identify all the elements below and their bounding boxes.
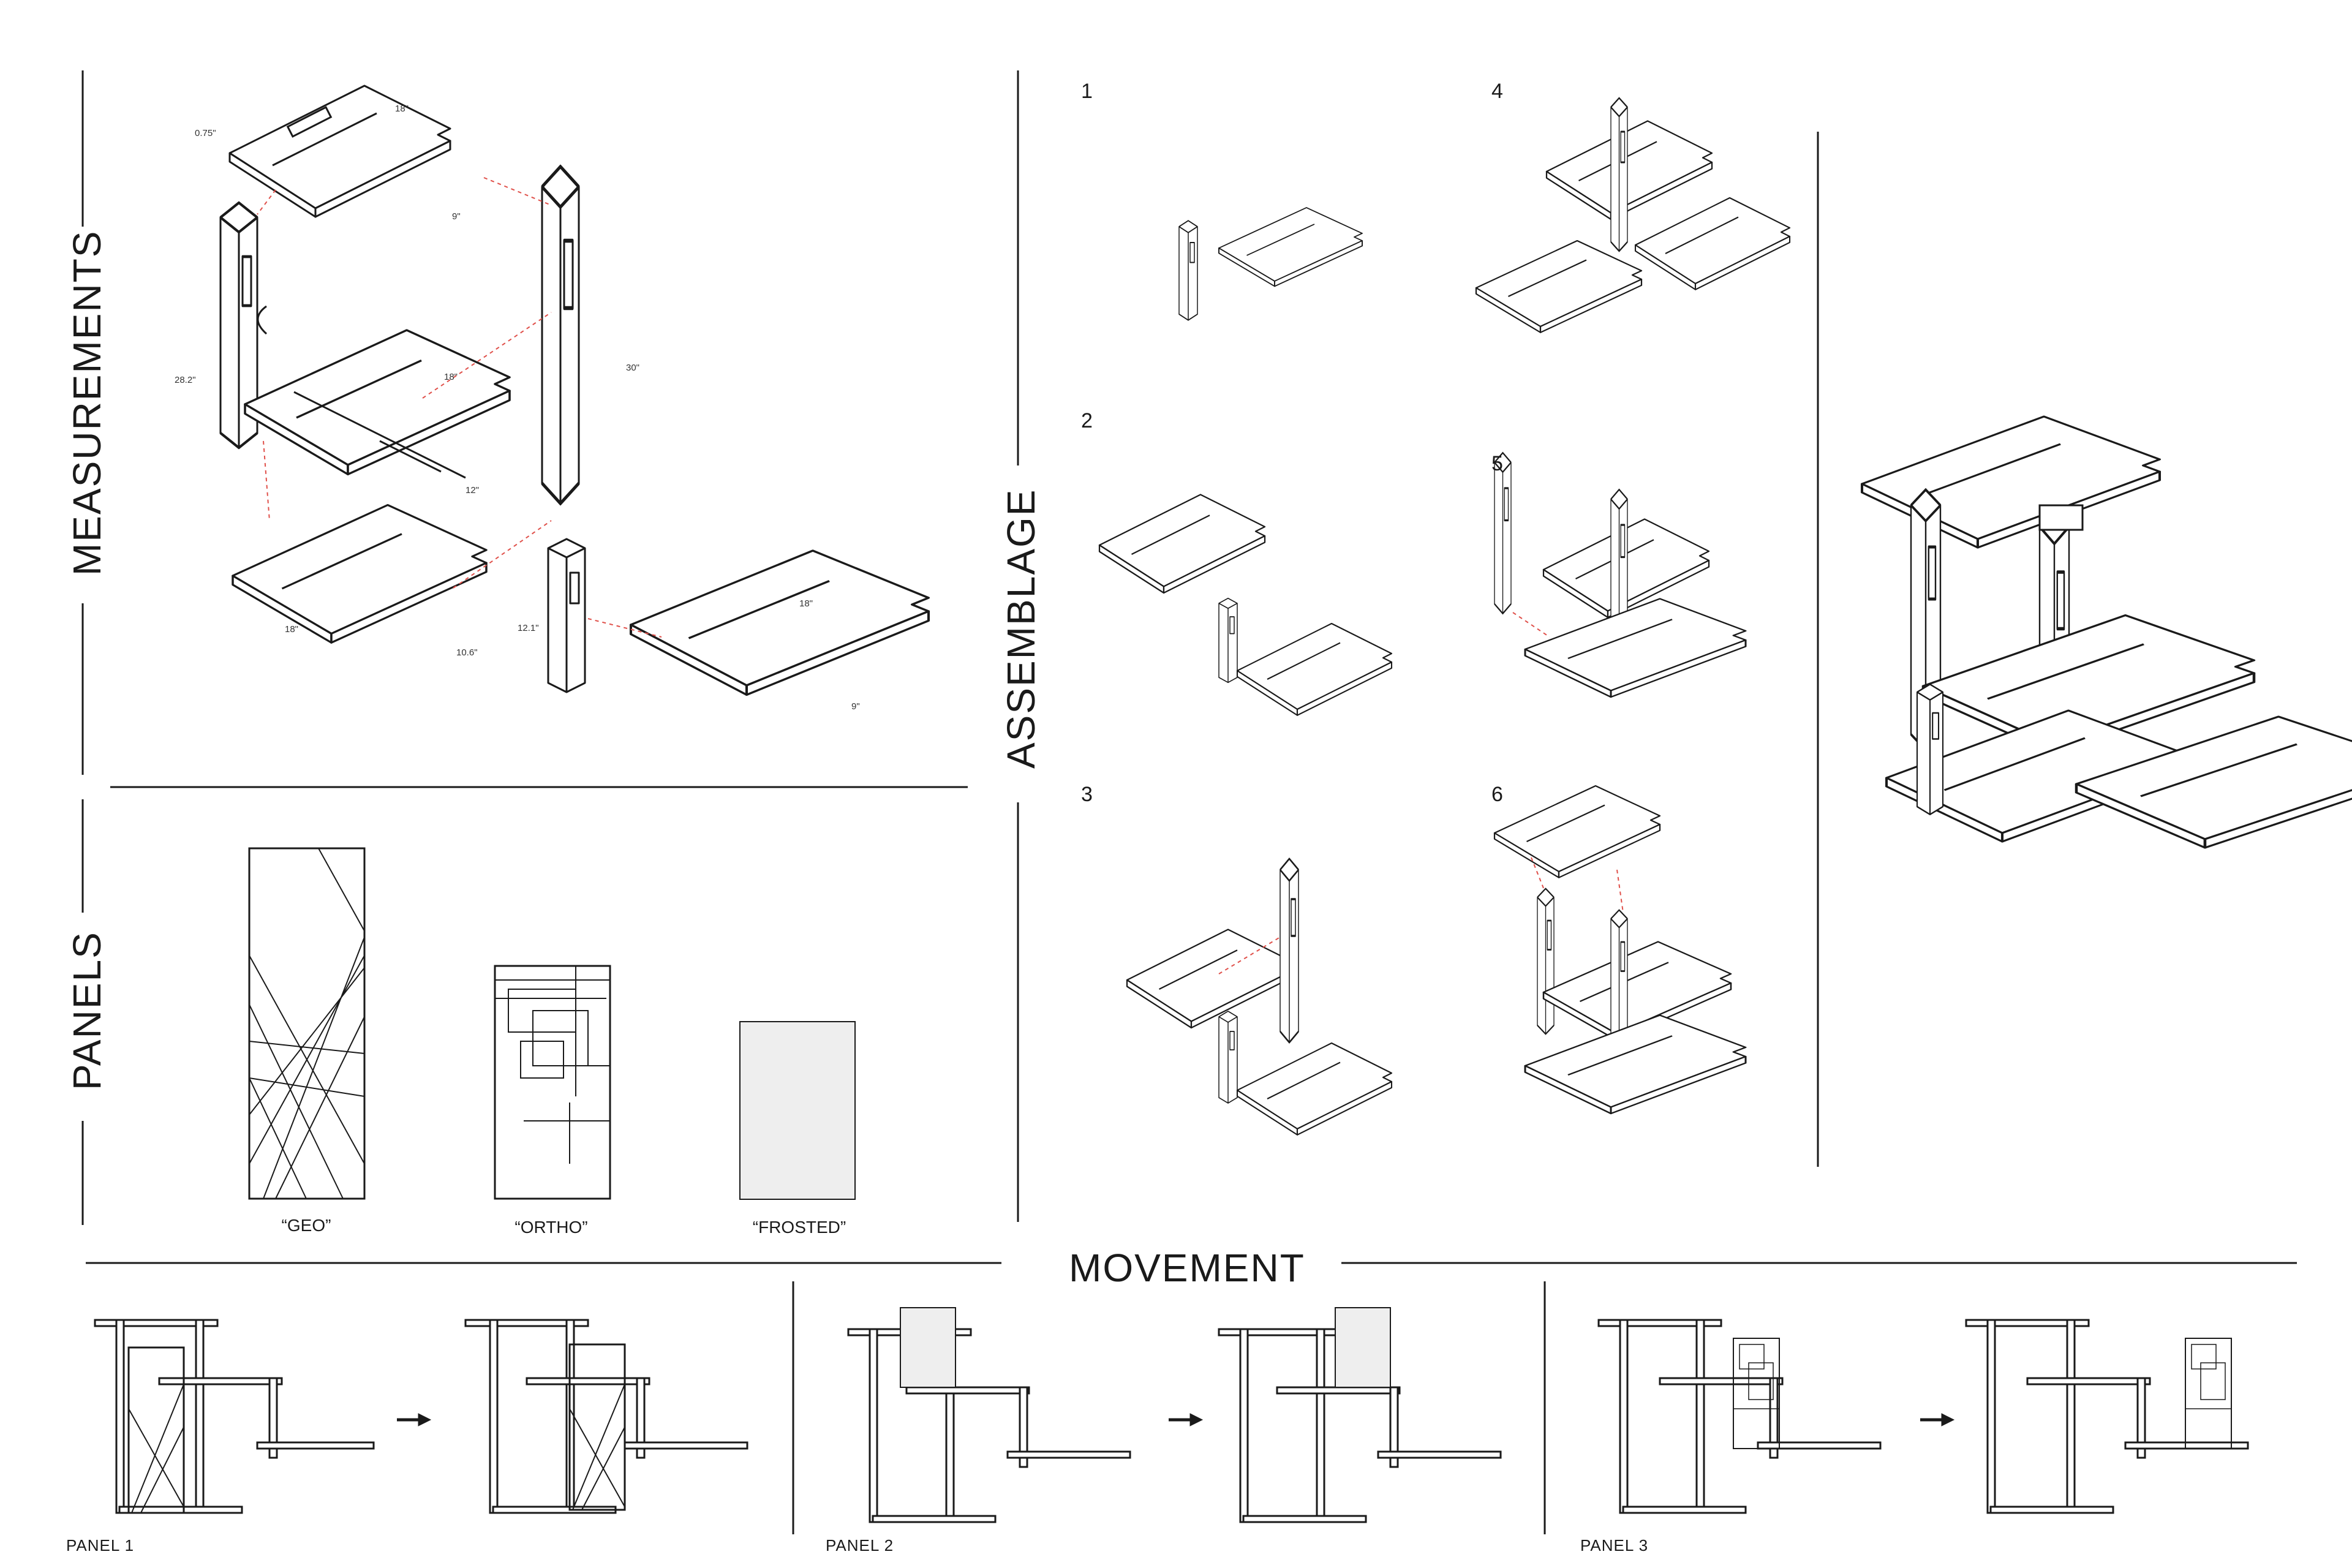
panels-title: PANELS [65, 931, 109, 1090]
movement-title: MOVEMENT [1069, 1246, 1305, 1290]
assembly-step-6 [1493, 785, 1747, 1115]
dim-slide-width: 18" [799, 598, 813, 609]
movement-label-panel-3: PANEL 3 [1580, 1536, 1649, 1555]
dim-thickness: 0.75" [195, 128, 216, 138]
step-number-1: 1 [1081, 80, 1093, 103]
dim-mid-width: 18" [444, 372, 458, 382]
dim-left-post-height: 28.2" [175, 375, 196, 385]
dim-top-width: 18" [395, 104, 409, 114]
assembly-step-5 [1493, 451, 1747, 698]
step-number-2: 2 [1081, 409, 1093, 432]
dim-short-post-height: 12.1" [518, 623, 539, 633]
panel-geo [248, 847, 366, 1200]
panel-frosted [739, 1021, 856, 1200]
assembled-unit [1862, 417, 2352, 848]
assembly-step-1 [1178, 207, 1363, 321]
panel-name-geo: “GEO” [281, 1216, 331, 1235]
dim-slide-depth: 9" [851, 701, 860, 712]
measurements-title: MEASUREMENTS [65, 230, 109, 576]
measurements-drawing: 0.75" 18" 9" 28.2" 30" 18" 12" 18" 10.6"… [175, 85, 929, 712]
assembly-step-4 [1475, 97, 1791, 333]
measurements-guides [257, 177, 662, 638]
frame-lines [81, 70, 2297, 1534]
panel-name-ortho: “ORTHO” [514, 1218, 588, 1237]
movement-panel-2 [847, 1307, 1502, 1523]
assembly-step-2 [1098, 494, 1393, 716]
dim-mid-depth: 12" [466, 485, 479, 496]
step-number-6: 6 [1491, 783, 1503, 806]
assembly-step-3 [1126, 858, 1393, 1136]
step-number-3: 3 [1081, 783, 1093, 806]
step-number-4: 4 [1491, 80, 1503, 103]
dim-top-depth: 9" [452, 211, 461, 222]
panel-ortho [494, 965, 611, 1200]
movement-panel-1 [94, 1319, 748, 1514]
step-number-5: 5 [1491, 452, 1503, 475]
movement-panel-3 [1597, 1319, 2249, 1514]
dim-right-post-height: 30" [626, 363, 639, 373]
movement-label-panel-2: PANEL 2 [826, 1536, 894, 1555]
assemblage-title: ASSEMBLAGE [999, 488, 1043, 769]
panel-name-frosted: “FROSTED” [752, 1218, 846, 1237]
dim-bottom-width: 18" [285, 624, 298, 635]
movement-label-panel-1: PANEL 1 [66, 1536, 135, 1555]
dim-bottom-depth: 10.6" [456, 647, 478, 658]
